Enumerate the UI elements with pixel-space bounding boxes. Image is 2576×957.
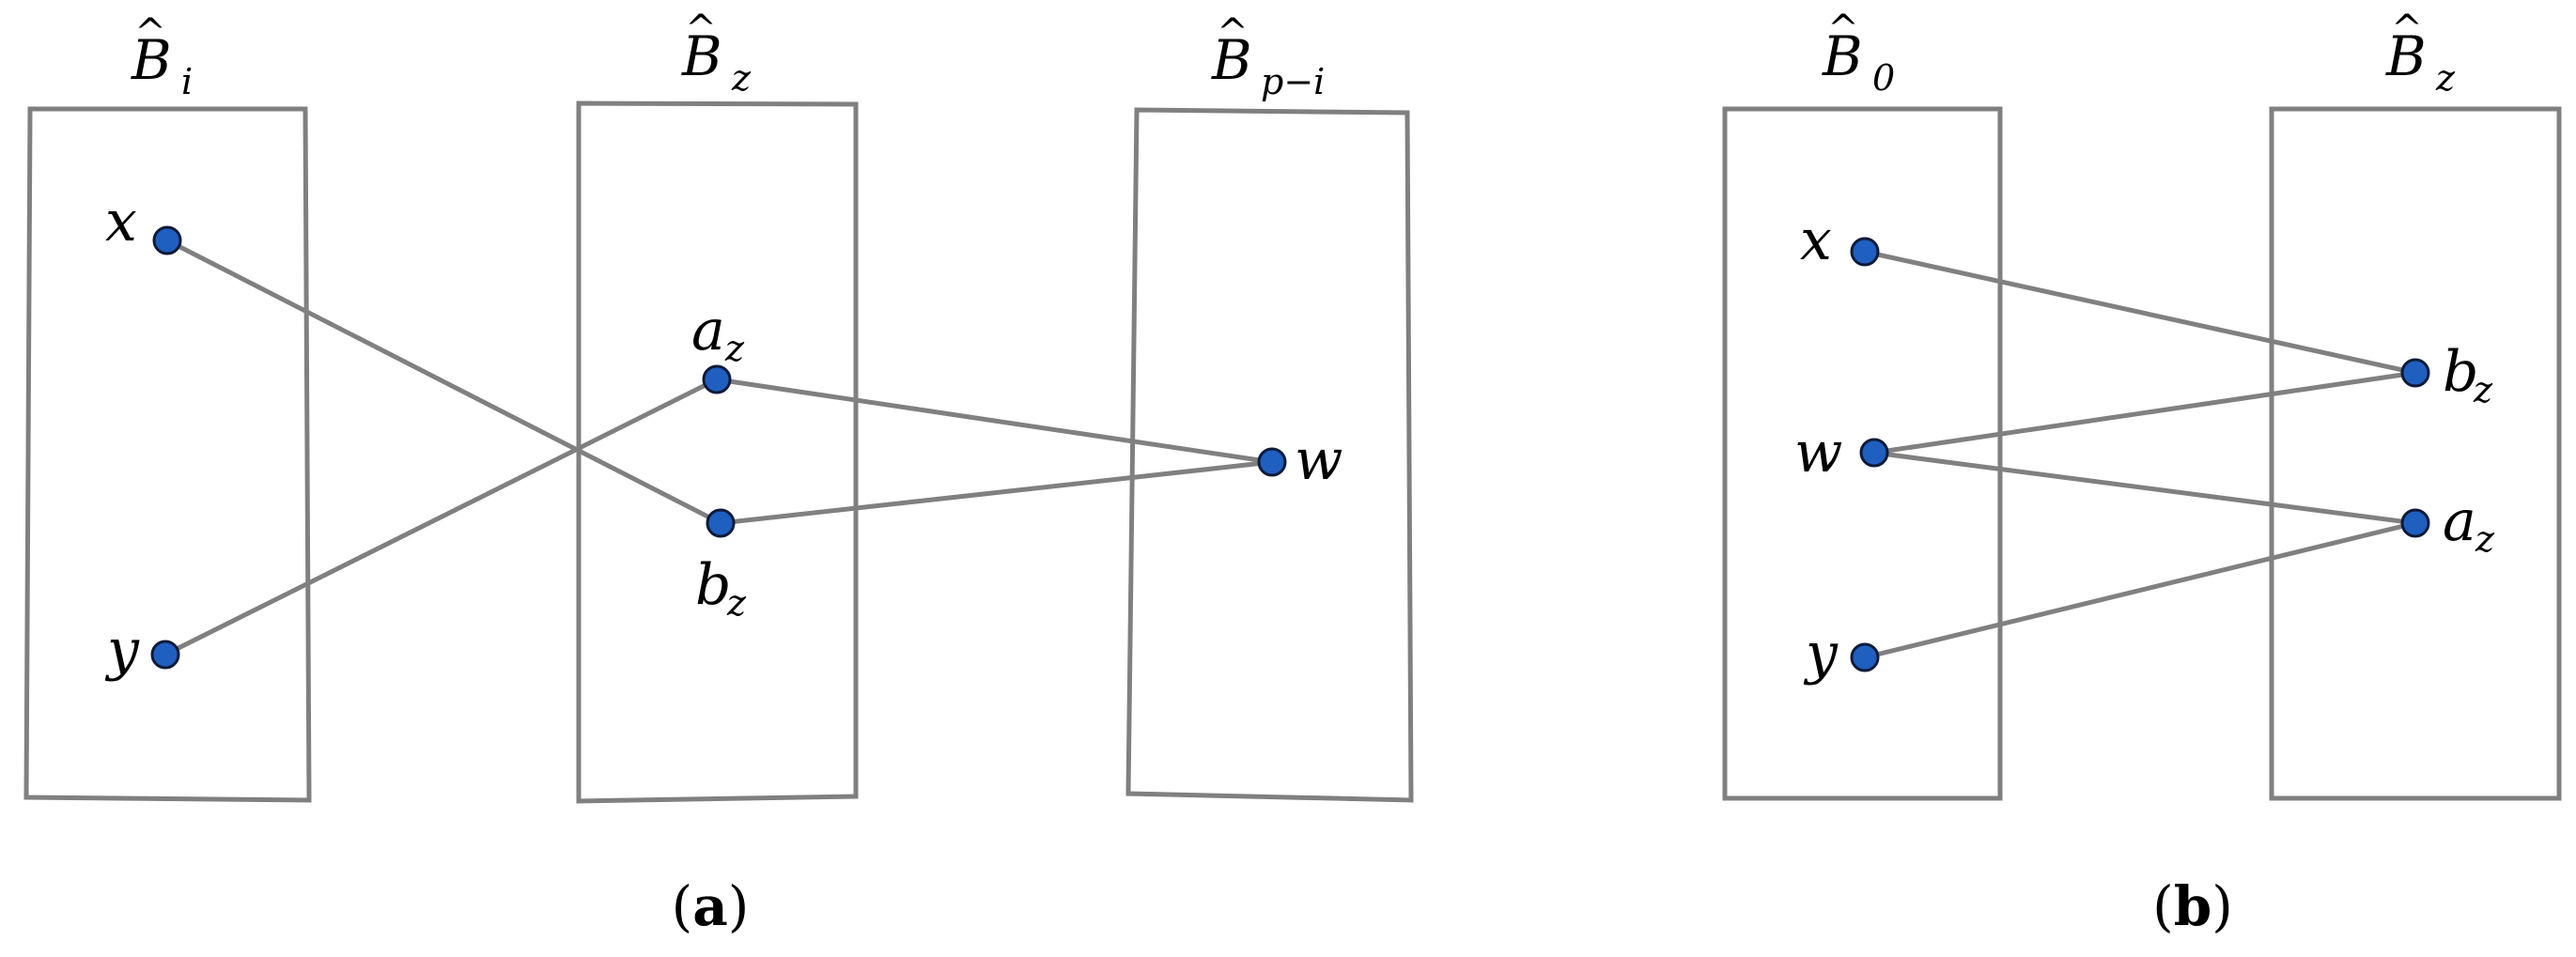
node-label-x: x: [105, 189, 137, 255]
svg-text:B: B: [2385, 24, 2427, 88]
edge-w-az: [1873, 450, 2416, 526]
edge-y-az: [163, 377, 719, 657]
svg-text:B: B: [131, 28, 172, 92]
node-label-y: y: [1803, 621, 1839, 687]
svg-text:p−i: p−i: [1261, 61, 1325, 102]
box-b-0: [1722, 106, 2003, 801]
node-label-az: a z: [691, 298, 745, 369]
svg-text:0: 0: [1872, 57, 1895, 99]
svg-text:B: B: [681, 24, 722, 88]
svg-text:a: a: [691, 298, 725, 363]
svg-text:a: a: [2443, 488, 2476, 554]
node-label-w: w: [1794, 420, 1842, 486]
node-label-w: w: [1295, 427, 1342, 493]
box-b-i: [23, 106, 312, 803]
node-label-bz: b z: [2443, 339, 2493, 410]
svg-text:z: z: [726, 582, 747, 624]
svg-text:^: ^: [2391, 8, 2423, 51]
svg-text:z: z: [2475, 518, 2495, 560]
node-az: [2400, 508, 2430, 538]
node-y: [1850, 642, 1880, 672]
caption-a: (a): [672, 874, 750, 938]
node-y: [150, 640, 180, 670]
svg-text:b: b: [2443, 339, 2478, 405]
node-x: [152, 225, 182, 255]
box-label-b-p-minus-i: ^ B p−i: [1211, 11, 1325, 102]
edge-x-bz: [1864, 249, 2416, 376]
node-label-y: y: [104, 617, 140, 683]
svg-text:i: i: [181, 61, 193, 102]
svg-text:B: B: [1822, 24, 1863, 88]
svg-text:b: b: [695, 552, 731, 618]
edge-y-az: [1864, 520, 2416, 660]
svg-text:z: z: [724, 328, 745, 369]
node-bz: [706, 508, 736, 538]
svg-text:z: z: [2435, 57, 2456, 99]
box-b-z: [576, 100, 859, 804]
node-x: [1850, 237, 1880, 267]
node-label-az: a z: [2443, 488, 2495, 560]
box-label-b-0: ^ B 0: [1822, 8, 1895, 99]
edge-bz-w: [720, 459, 1273, 526]
edge-x-bz: [165, 238, 722, 526]
svg-text:z: z: [731, 57, 752, 99]
edge-w-bz: [1873, 370, 2416, 455]
edge-az-w: [716, 377, 1273, 465]
svg-text:^: ^: [1827, 8, 1859, 51]
box-b-z-right: [2269, 106, 2562, 801]
box-b-p-minus-i: [1125, 107, 1414, 803]
box-label-b-z: ^ B z: [2385, 8, 2456, 99]
svg-text:^: ^: [134, 11, 166, 54]
node-label-bz: b z: [695, 552, 747, 624]
svg-text:^: ^: [685, 8, 717, 51]
box-label-b-z: ^ B z: [681, 8, 752, 99]
node-label-x: x: [1800, 208, 1832, 273]
svg-text:^: ^: [1217, 11, 1249, 54]
node-az: [702, 364, 732, 394]
svg-text:z: z: [2473, 369, 2493, 410]
box-label-b-i: ^ B i: [131, 11, 193, 102]
panel-b: ^ B 0 ^ B z x w y b z a z (b): [1722, 8, 2562, 938]
node-bz: [2400, 358, 2430, 388]
caption-b: (b): [2152, 874, 2233, 938]
svg-text:B: B: [1211, 28, 1252, 92]
panel-a: ^ B i ^ B z ^ B p−i x y a z b z w (a): [23, 8, 1414, 938]
node-w: [1257, 447, 1287, 477]
node-w: [1859, 438, 1889, 468]
